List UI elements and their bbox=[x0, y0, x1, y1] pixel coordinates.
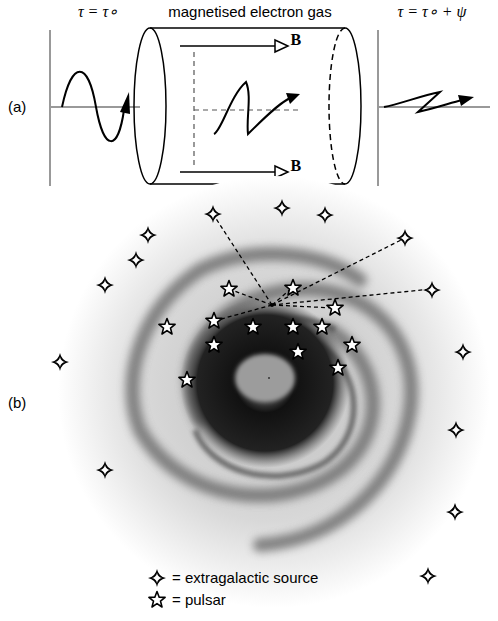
legend-text: = pulsar bbox=[172, 592, 226, 609]
panel-label: (a) bbox=[8, 99, 26, 116]
legend-symbol bbox=[148, 569, 166, 587]
time-label: τ = τ∘ bbox=[78, 3, 118, 21]
legend-text: = extragalactic source bbox=[172, 570, 318, 587]
legend-symbol bbox=[149, 592, 165, 608]
panel-label: (b) bbox=[8, 395, 26, 412]
field-label: B⃗ bbox=[290, 31, 313, 49]
region-label: magnetised electron gas bbox=[168, 4, 331, 21]
field-label: B⃗ bbox=[290, 157, 313, 175]
time-label: τ = τ∘ + ψ bbox=[398, 3, 467, 21]
